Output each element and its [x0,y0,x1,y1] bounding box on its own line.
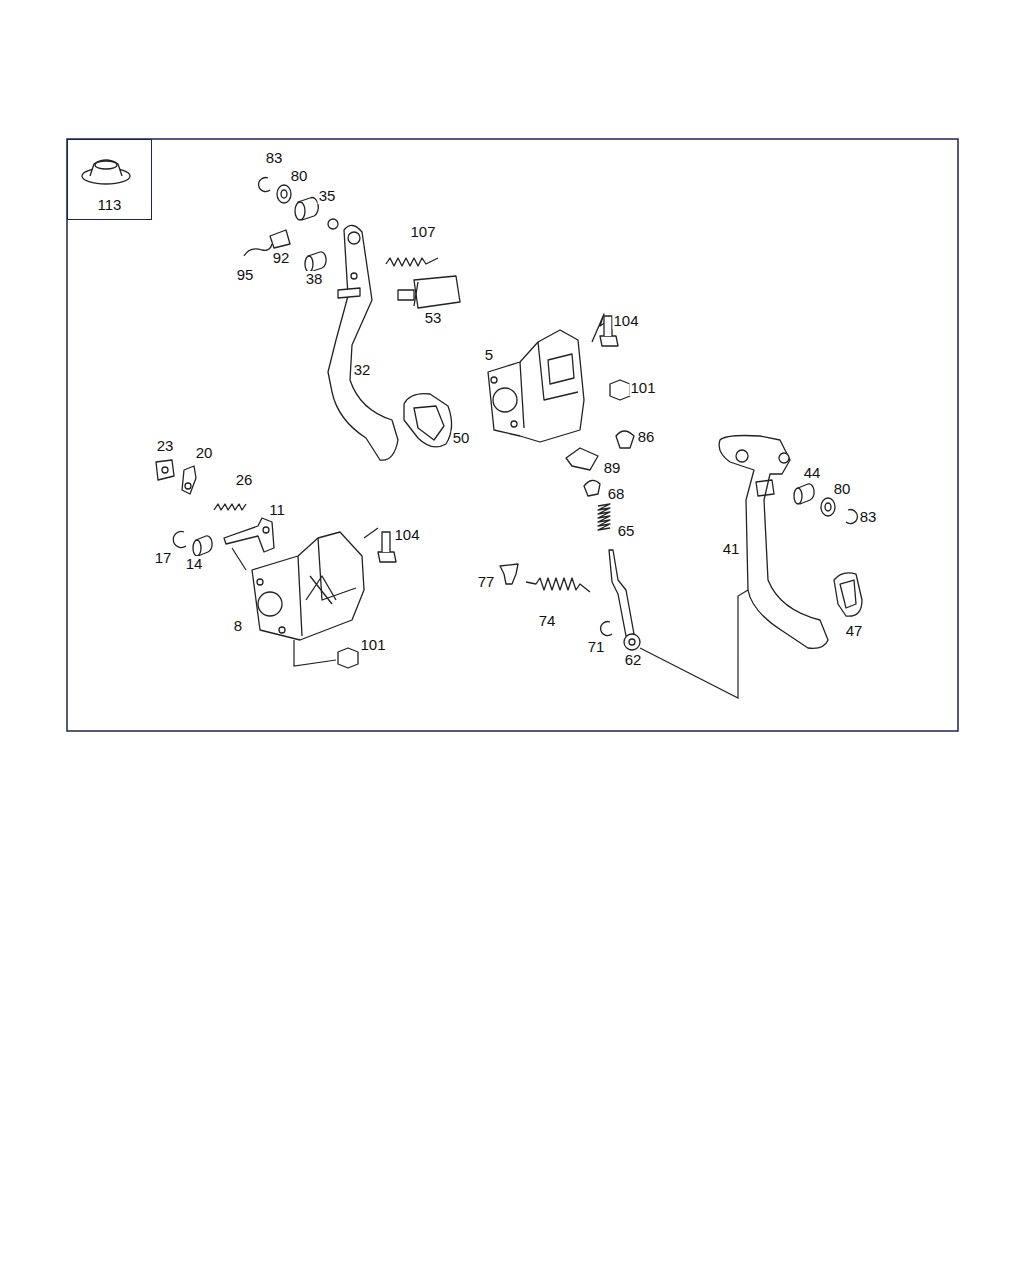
bolt [600,336,618,346]
pin [244,244,272,256]
callout-number: 80 [833,481,852,497]
circlip [601,622,612,636]
callout-number: 5 [484,347,494,363]
callout-number: 89 [603,460,622,476]
callout-number: 83 [265,150,284,166]
pedal-pad [834,573,862,616]
callout-number: 83 [859,509,878,525]
cap-icon [82,160,130,184]
washer [821,498,835,516]
callout-number: 101 [359,637,386,653]
spring [526,578,590,592]
spring [214,504,246,510]
brake-light-switch [414,276,460,308]
callout-number: 23 [156,438,175,454]
callout-number: 71 [587,639,606,655]
callout-number: 62 [624,652,643,668]
clip [566,448,598,470]
circlip [173,532,186,548]
pedal-bracket [488,330,584,442]
callout-number: 11 [268,502,286,518]
washer [277,185,291,203]
callout-number: 8 [233,618,243,634]
callout-number: 77 [477,574,496,590]
clip [500,564,518,584]
bolt [378,552,396,562]
callout-number: 68 [607,486,626,502]
pedal-pad [404,394,452,447]
pedal-bracket [252,532,364,640]
nut [610,380,630,400]
callout-number: 41 [722,541,741,557]
circlip [846,510,857,524]
clip [270,230,290,248]
callout-number: 80 [290,168,309,184]
callout-number: 17 [154,550,173,566]
diagram-frame [67,139,958,731]
callout-number: 47 [845,623,864,639]
plate [156,460,174,480]
spring-cap [584,480,600,496]
circlip [259,178,270,192]
callout-number: 35 [318,188,337,204]
callout-number: 32 [353,362,372,378]
clip [616,431,634,448]
callout-number: 86 [637,429,656,445]
callout-number: 74 [538,613,557,629]
callout-number: 65 [617,523,636,539]
leader-lines [232,528,748,698]
callout-number: 113 [68,196,151,213]
clutch-pedal [719,436,828,649]
callout-number: 53 [424,310,443,326]
callout-number: 14 [185,556,204,572]
spring [598,504,610,530]
callout-number: 104 [393,527,420,543]
nut [338,648,358,668]
callout-number: 92 [272,250,291,266]
push-rod [609,550,634,636]
retainer [182,466,196,494]
callout-number: 38 [305,271,324,287]
callout-number: 104 [612,313,639,329]
callout-number: 107 [409,224,436,240]
spring [386,258,438,266]
callout-number: 101 [629,380,656,396]
callout-number: 20 [195,445,214,461]
inset-box: 113 [67,139,152,220]
callout-number: 50 [452,430,471,446]
callout-number: 95 [236,267,255,283]
lever [224,518,274,552]
callout-number: 26 [235,472,254,488]
callout-number: 44 [803,465,822,481]
